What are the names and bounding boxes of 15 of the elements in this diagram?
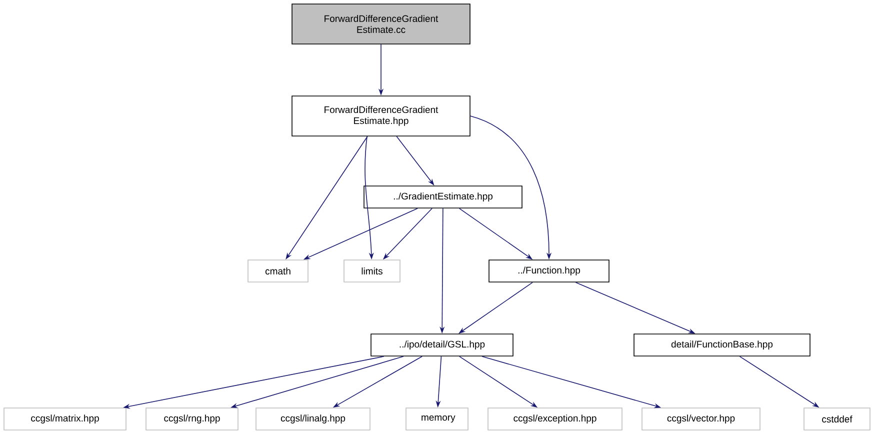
file-box: ../GradientEstimate.hpp: [364, 186, 522, 208]
file-box: ccgsl/exception.hpp: [488, 408, 622, 430]
file-box: ../Function.hpp: [488, 260, 610, 282]
file-box: limits: [344, 260, 400, 282]
file-box: ../ipo/detail/GSL.hpp: [370, 334, 514, 356]
file-box: memory: [406, 408, 468, 430]
file-box: ccgsl/rng.hpp: [146, 408, 238, 430]
file-box: cmath: [248, 260, 308, 282]
file-box: detail/FunctionBase.hpp: [634, 334, 810, 356]
file-box: ForwardDifferenceGradient Estimate.hpp: [292, 96, 470, 136]
file-box: ccgsl/linalg.hpp: [256, 408, 370, 430]
file-box: cstddef: [804, 408, 870, 430]
file-box: ccgsl/matrix.hpp: [4, 408, 126, 430]
file-box: ccgsl/vector.hpp: [642, 408, 760, 430]
file-box: ForwardDifferenceGradient Estimate.cc: [292, 4, 470, 44]
